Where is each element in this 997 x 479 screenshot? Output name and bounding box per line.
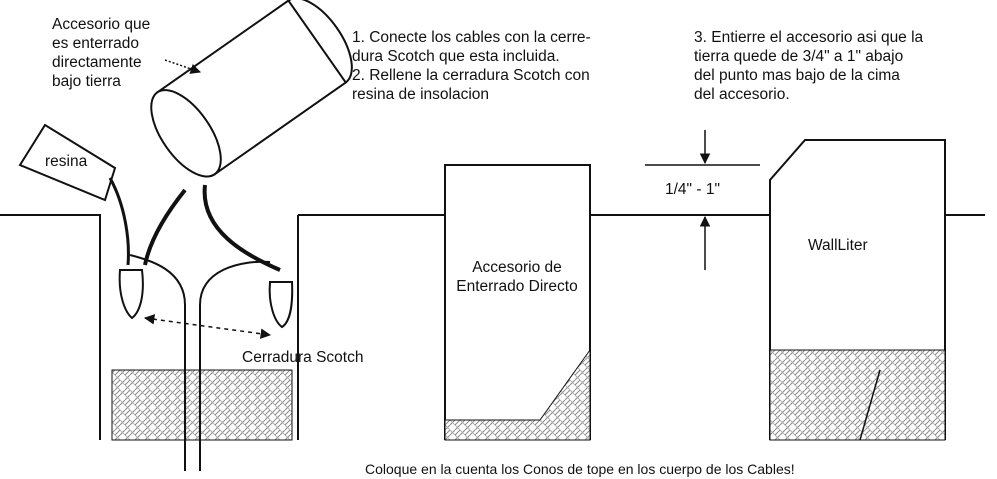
wallliter-soil bbox=[769, 349, 946, 441]
scotch-lock-right bbox=[268, 281, 294, 329]
direct-burial-soil bbox=[444, 348, 591, 441]
steps-left: 1. Conecte los cables con la cerre- dura… bbox=[352, 28, 591, 104]
direct-burial-fitting-outline bbox=[444, 164, 591, 440]
fitting-label-line-2: es enterrado bbox=[52, 35, 140, 52]
wire-black-1 bbox=[143, 188, 187, 266]
supply-cable bbox=[129, 254, 271, 471]
resin-label: resina bbox=[45, 153, 88, 170]
trench-soil-left bbox=[111, 369, 293, 441]
step-line-3: 2. Rellene la cerradura Scotch con bbox=[352, 67, 590, 84]
scotch-lock-left bbox=[118, 269, 144, 320]
bottom-note: Coloque en la cuenta los Conos de tope e… bbox=[365, 461, 795, 477]
step-line-1: 1. Conecte los cables con la cerre- bbox=[352, 29, 591, 46]
fitting-label-line-1: Accesorio que bbox=[52, 16, 151, 33]
wallliter-label: WallLiter bbox=[808, 237, 868, 254]
scotch-lock-label: Cerradura Scotch bbox=[242, 349, 364, 366]
step-line-4: resina de insolacion bbox=[352, 86, 490, 103]
fitting-label-line-3: directamente bbox=[52, 54, 142, 71]
step3-line-1: 3. Entierre el accesorio asi que la bbox=[694, 29, 924, 46]
resin-bottle bbox=[18, 123, 117, 202]
direct-burial-label: Accesorio de Enterrado Directo bbox=[452, 258, 582, 296]
step-line-2: dura Scotch que esta incluida. bbox=[352, 48, 560, 65]
step3-line-4: del accesorio. bbox=[694, 86, 790, 103]
gap-label: 1/4" - 1" bbox=[665, 181, 720, 198]
direct-burial-line-2: Enterrado Directo bbox=[456, 278, 578, 295]
scotch-lock-arrow bbox=[143, 314, 272, 339]
fitting-label-line-4: bajo tierra bbox=[52, 73, 121, 90]
fitting-cylinder bbox=[150, 0, 353, 178]
wire-resin bbox=[108, 177, 130, 266]
step3-line-2: tierra quede de 3/4" a 1" abajo bbox=[694, 48, 904, 65]
wire-black-2 bbox=[202, 184, 281, 272]
step3-line-3: del punto mas bajo de la cima bbox=[694, 67, 900, 84]
fitting-label: Accesorio que es enterrado directamente … bbox=[52, 15, 150, 91]
wallliter-rod bbox=[859, 369, 881, 441]
step3: 3. Entierre el accesorio asi que la tier… bbox=[694, 28, 923, 104]
direct-burial-line-1: Accesorio de bbox=[472, 259, 562, 276]
